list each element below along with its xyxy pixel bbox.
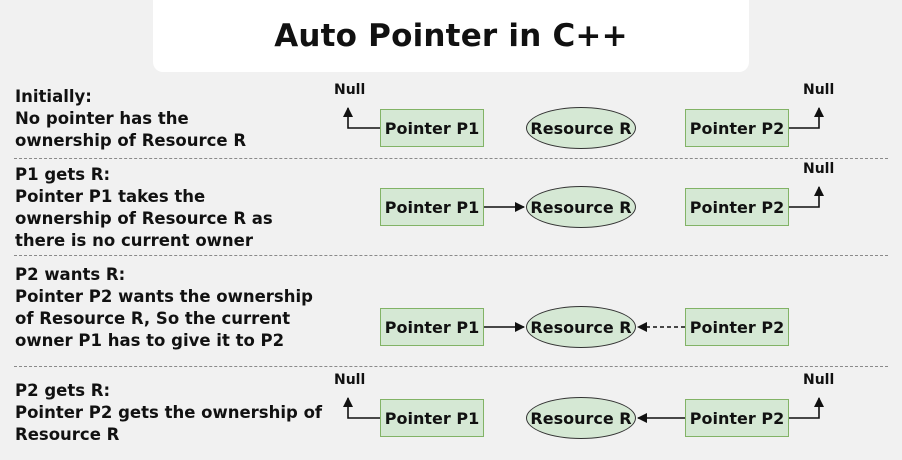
row-1-description: Initially: No pointer has the ownership …	[15, 86, 246, 152]
row-2-description: P1 gets R: Pointer P1 takes the ownershi…	[15, 164, 273, 252]
p1-null-arrow	[343, 107, 380, 129]
row-2-line: ownership of Resource R as	[15, 209, 273, 228]
row-3-line: owner P1 has to give it to P2	[15, 331, 285, 350]
title-card: Auto Pointer in C++	[153, 0, 749, 72]
row-1-line: No pointer has the	[15, 109, 189, 128]
null-label: Null	[803, 161, 835, 177]
resource-r-node: Resource R	[526, 107, 636, 149]
row-4-line: Resource R	[15, 425, 120, 444]
row-1-line: ownership of Resource R	[15, 131, 247, 150]
pointer-p2-box: Pointer P2	[685, 188, 789, 226]
pointer-p1-box: Pointer P1	[380, 109, 484, 147]
row-3-description: P2 wants R: Pointer P2 wants the ownersh…	[15, 264, 313, 352]
row-1-heading: Initially:	[15, 87, 92, 106]
row-4-line: Pointer P2 gets the ownership of	[15, 403, 323, 422]
row-3-line: Pointer P2 wants the ownership	[15, 287, 313, 306]
pointer-p1-box: Pointer P1	[380, 188, 484, 226]
resource-r-node: Resource R	[526, 306, 636, 348]
null-label: Null	[334, 82, 366, 98]
p2-null-arrow	[786, 107, 824, 129]
page-title: Auto Pointer in C++	[274, 18, 628, 54]
pointer-p1-box: Pointer P1	[380, 308, 484, 346]
row-3-heading: P2 wants R:	[15, 265, 126, 284]
row-4-description: P2 gets R: Pointer P2 gets the ownership…	[15, 380, 322, 446]
row-3-line: of Resource R, So the current	[15, 309, 291, 328]
resource-r-node: Resource R	[526, 186, 636, 228]
p2-null-arrow	[786, 397, 824, 419]
resource-r-node: Resource R	[526, 397, 636, 439]
null-label: Null	[334, 372, 366, 388]
row-2-line: Pointer P1 takes the	[15, 187, 206, 206]
row-divider	[14, 366, 888, 367]
pointer-p2-box: Pointer P2	[685, 399, 789, 437]
null-label: Null	[803, 82, 835, 98]
row-4-heading: P2 gets R:	[15, 381, 111, 400]
row-2-heading: P1 gets R:	[15, 165, 111, 184]
pointer-p2-box: Pointer P2	[685, 109, 789, 147]
row-divider	[14, 255, 888, 256]
null-label: Null	[803, 372, 835, 388]
p2-null-arrow	[786, 186, 824, 208]
p1-null-arrow	[343, 397, 380, 419]
pointer-p2-box: Pointer P2	[685, 308, 789, 346]
row-divider	[14, 158, 888, 159]
pointer-p1-box: Pointer P1	[380, 399, 484, 437]
row-2-line: there is no current owner	[15, 231, 253, 250]
